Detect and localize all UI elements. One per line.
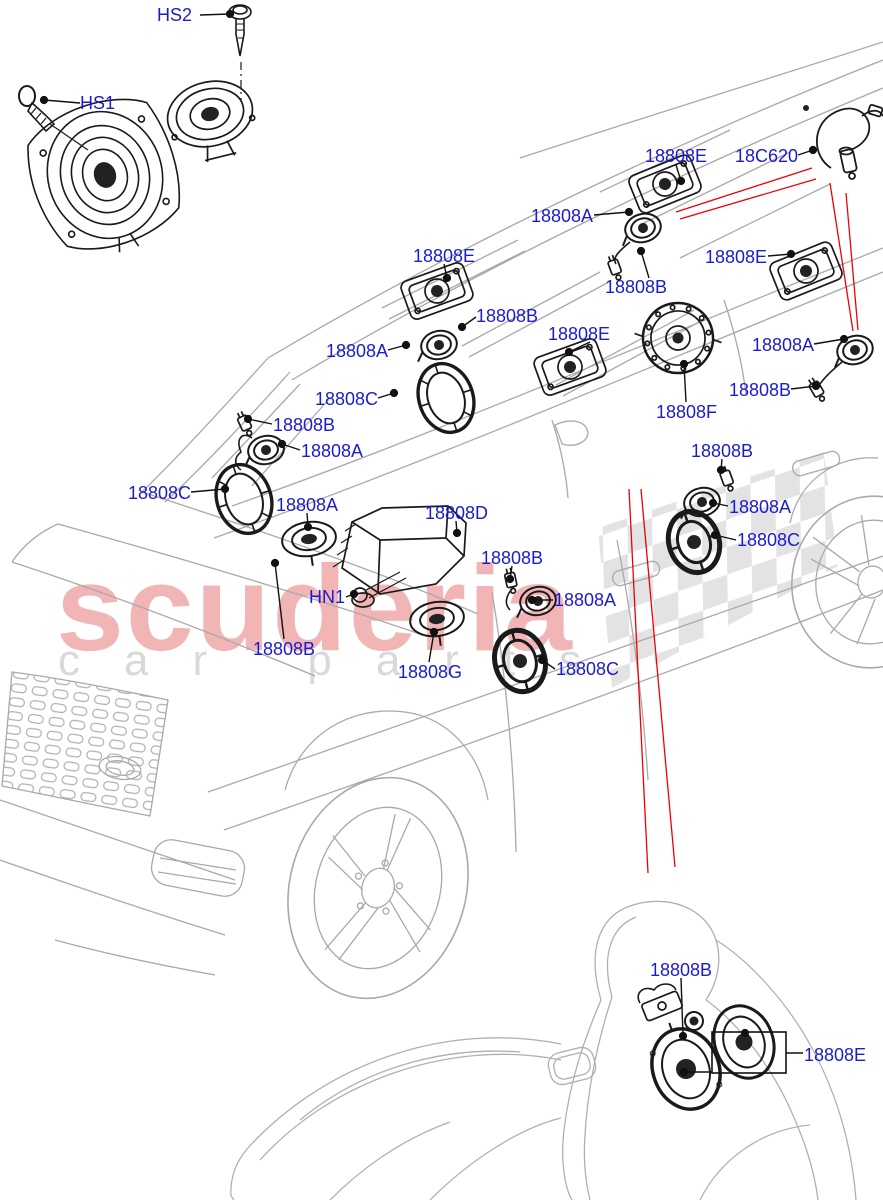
- part-label-hs2[interactable]: HS2: [157, 5, 193, 25]
- dash-speaker-center-18808g[interactable]: [406, 597, 469, 651]
- subwoofer-speaker[interactable]: [15, 85, 197, 272]
- car-body-outline: [0, 41, 883, 1000]
- part-label-18808c-dash-r[interactable]: 18808C: [315, 389, 379, 409]
- part-label-18808c-rdoor[interactable]: 18808C: [737, 530, 801, 550]
- part-label-18808b-rear[interactable]: 18808B: [729, 380, 792, 400]
- tweeter-dash-right[interactable]: [411, 326, 461, 365]
- part-label-18808a-rear[interactable]: 18808A: [752, 335, 815, 355]
- part-label-18c620[interactable]: 18C620: [735, 146, 799, 166]
- tweeter-roof-front[interactable]: [605, 208, 666, 283]
- part-label-18808b-fdoor[interactable]: 18808B: [481, 548, 544, 568]
- part-label-18808a-cowl[interactable]: 18808A: [276, 495, 339, 515]
- part-label-18808c-fdoor[interactable]: 18808C: [556, 659, 620, 679]
- part-label-18808d[interactable]: 18808D: [425, 503, 489, 523]
- part-label-18808e-door[interactable]: 18808E: [548, 324, 611, 344]
- part-label-18808a-dash-l[interactable]: 18808A: [301, 441, 364, 461]
- part-label-18808c-dash-l[interactable]: 18808C: [128, 483, 192, 503]
- part-label-18808b-rdoor[interactable]: 18808B: [691, 441, 754, 461]
- part-label-18808b-seat[interactable]: 18808B: [650, 960, 713, 980]
- label-leader-lines: [39, 9, 849, 1077]
- part-label-18808e-roof3[interactable]: 18808E: [705, 247, 768, 267]
- hs2-screw[interactable]: [228, 4, 252, 100]
- part-label-18808g[interactable]: 18808G: [398, 662, 463, 682]
- part-label-hs1[interactable]: HS1: [80, 93, 116, 113]
- amplifier-18808d[interactable]: [332, 505, 467, 595]
- part-label-18808e-roof2[interactable]: 18808E: [413, 246, 476, 266]
- tweeter-front-door[interactable]: [502, 566, 560, 621]
- midrange-speaker[interactable]: [161, 73, 263, 169]
- tweeter-rear-quarter[interactable]: [805, 330, 878, 405]
- door-speaker-ring-left[interactable]: [205, 455, 283, 543]
- part-label-18808b-roof[interactable]: 18808B: [605, 277, 668, 297]
- door-speaker-ring-right[interactable]: [407, 354, 485, 442]
- part-label-18808e-roof1[interactable]: 18808E: [645, 146, 708, 166]
- part-label-18808f[interactable]: 18808F: [656, 402, 718, 422]
- part-label-18808b-pillar[interactable]: 18808B: [476, 306, 539, 326]
- part-label-18808e-seat[interactable]: 18808E: [804, 1045, 867, 1065]
- part-label-18808a-rdoor[interactable]: 18808A: [729, 497, 792, 517]
- seat-line-art: [230, 900, 857, 1200]
- part-label-18808a-fdoor[interactable]: 18808A: [554, 590, 617, 610]
- antenna-module-18c620[interactable]: [803, 103, 883, 180]
- roof-speaker-e3[interactable]: [531, 336, 609, 398]
- red-locator-lines: [628, 167, 859, 874]
- part-label-18808a-roof[interactable]: 18808A: [531, 206, 594, 226]
- part-label-18808b-cowl[interactable]: 18808B: [253, 639, 316, 659]
- part-label-18808a-dash-r[interactable]: 18808A: [326, 341, 389, 361]
- part-label-18808b-dash-l[interactable]: 18808B: [273, 415, 336, 435]
- rear-speaker-18808f[interactable]: [631, 296, 726, 380]
- part-label-hn1[interactable]: HN1: [309, 587, 346, 607]
